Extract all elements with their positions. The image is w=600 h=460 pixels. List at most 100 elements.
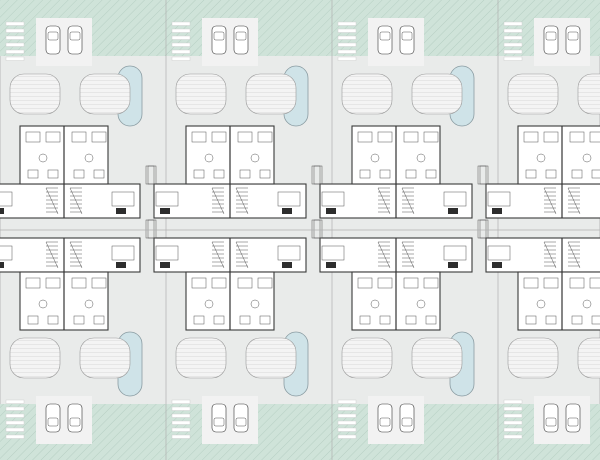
kitchen-island [536, 299, 546, 309]
living-band [485, 237, 600, 273]
house-unit [313, 73, 487, 219]
paved-terrace [507, 337, 559, 379]
kitchen-counter [0, 262, 4, 268]
bed [487, 191, 511, 207]
car-window [47, 417, 59, 427]
house-unit [479, 219, 600, 379]
balcony-rail [479, 219, 489, 239]
kitchen-island [204, 299, 214, 309]
staircase-diagonal [543, 187, 557, 215]
crosswalk-stripe [5, 420, 25, 425]
balcony-rail [313, 219, 323, 239]
balcony-rail [147, 165, 157, 185]
kitchen-island [84, 299, 94, 309]
bathroom [93, 315, 105, 325]
kitchen-island [370, 153, 380, 163]
bathroom [259, 315, 271, 325]
kitchen-counter [116, 262, 126, 268]
kitchen-counter [448, 208, 458, 214]
bed [257, 131, 273, 143]
paved-terrace [341, 337, 393, 379]
house-unit [479, 73, 600, 219]
crosswalk-stripe [171, 56, 191, 61]
crosswalk-stripe [503, 21, 523, 26]
crosswalk-stripe [503, 49, 523, 54]
crosswalk-stripe [503, 399, 523, 404]
car-window [47, 31, 59, 41]
bathroom [213, 315, 225, 325]
housing-block [147, 0, 333, 460]
car-window [545, 31, 557, 41]
staircase-diagonal [235, 187, 249, 215]
kitchen-island [582, 299, 592, 309]
crosswalk-stripe [337, 427, 357, 432]
bed [277, 191, 301, 207]
crosswalk-stripe [5, 56, 25, 61]
crosswalk-stripe [5, 28, 25, 33]
bathroom [239, 169, 251, 179]
driveway [368, 18, 424, 66]
kitchen-counter [492, 262, 502, 268]
paved-terrace [79, 337, 131, 379]
bathroom [93, 169, 105, 179]
bed [589, 277, 600, 289]
kitchen-island [416, 153, 426, 163]
crosswalk-stripe [503, 28, 523, 33]
bedroom-core [517, 125, 600, 185]
crosswalk-stripe [5, 399, 25, 404]
bathroom [405, 315, 417, 325]
kitchen-island [370, 299, 380, 309]
paved-terrace [245, 73, 297, 115]
crosswalk-stripe [171, 42, 191, 47]
crosswalk-stripe [337, 21, 357, 26]
landscape-strip-bottom [0, 404, 600, 460]
crosswalk-stripe [337, 420, 357, 425]
bathroom [259, 169, 271, 179]
house-unit [0, 73, 155, 219]
bed [25, 131, 41, 143]
bed [569, 131, 585, 143]
staircase-diagonal [45, 241, 59, 269]
bed [443, 245, 467, 261]
crosswalk-stripe [171, 406, 191, 411]
bed [0, 245, 13, 261]
staircase-diagonal [377, 187, 391, 215]
bathroom [359, 169, 371, 179]
kitchen-counter [326, 262, 336, 268]
bed [25, 277, 41, 289]
landscape-strip-top [0, 0, 600, 56]
bed [155, 191, 179, 207]
staircase-diagonal [45, 187, 59, 215]
paved-terrace [79, 73, 131, 115]
bathroom [425, 315, 437, 325]
balcony-rail [147, 219, 157, 239]
bed [71, 131, 87, 143]
bed [211, 131, 227, 143]
staircase-diagonal [235, 241, 249, 269]
crosswalk-stripe [337, 35, 357, 40]
bathroom [47, 315, 59, 325]
bed [257, 277, 273, 289]
crosswalk-stripe [171, 434, 191, 439]
bed [155, 245, 179, 261]
paved-terrace [245, 337, 297, 379]
bed [237, 277, 253, 289]
bed [191, 277, 207, 289]
crosswalk-stripe [503, 413, 523, 418]
bathroom [27, 169, 39, 179]
staircase-diagonal [211, 241, 225, 269]
crosswalk-stripe [171, 21, 191, 26]
paved-terrace [577, 73, 600, 115]
bathroom [525, 315, 537, 325]
crosswalk-stripe [5, 35, 25, 40]
bathroom [405, 169, 417, 179]
car-window [567, 417, 579, 427]
crosswalk-stripe [337, 406, 357, 411]
crosswalk-stripe [171, 28, 191, 33]
kitchen-island [38, 153, 48, 163]
bathroom [213, 169, 225, 179]
crosswalk-stripe [503, 434, 523, 439]
crosswalk-stripe [5, 434, 25, 439]
